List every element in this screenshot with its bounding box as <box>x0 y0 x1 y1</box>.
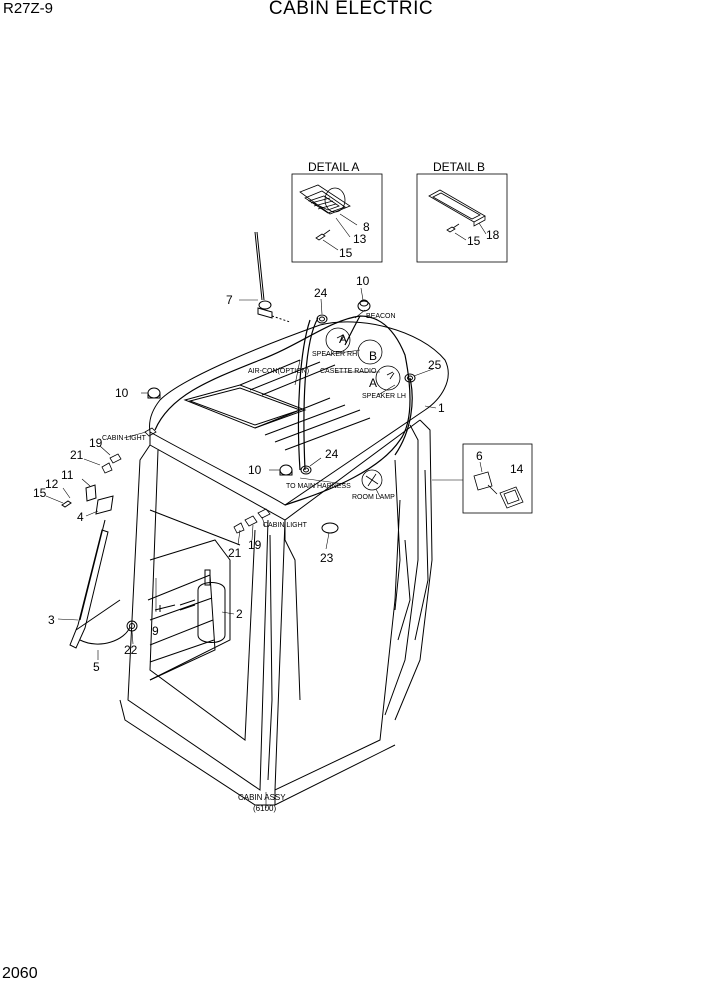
callout-6: 6 <box>476 449 483 463</box>
antenna <box>254 231 291 323</box>
label-to-main-harness: TO MAIN HARNESS <box>286 483 351 490</box>
callout-24-bottom: 24 <box>325 447 339 461</box>
callout-11: 11 <box>61 468 74 482</box>
label-cabin-assy: CABIN ASSY <box>238 793 286 802</box>
label-air-con: AIR-CON(OPTION) <box>248 368 309 375</box>
beacon-mount <box>357 299 371 312</box>
callout-19-left: 19 <box>89 436 103 450</box>
callout-12: 12 <box>45 477 59 491</box>
cap-10-left <box>147 387 161 399</box>
label-room-lamp: ROOM LAMP <box>352 494 395 501</box>
callout-18: 18 <box>486 228 500 242</box>
ref-a-1: A <box>339 332 347 346</box>
callout-7: 7 <box>226 293 233 307</box>
ref-b: B <box>369 349 377 363</box>
cabin-frame <box>119 321 449 806</box>
radio-bezel <box>428 189 486 227</box>
grommet-24-bottom <box>300 465 312 475</box>
wiper-assembly <box>61 484 131 649</box>
callout-19-right: 19 <box>248 538 262 552</box>
model-code: R27Z-9 <box>3 0 54 17</box>
detail-a-title: DETAIL A <box>308 160 359 174</box>
callout-5: 5 <box>93 660 100 674</box>
detail-a: DETAIL A 8 13 15 <box>291 160 383 263</box>
cabin-light-right <box>233 508 271 534</box>
screw-b <box>446 223 460 233</box>
detail-b: DETAIL B 18 15 <box>416 160 508 263</box>
callouts: 1 2 3 4 5 6 7 9 10 10 10 11 12 14 15 19 … <box>33 274 524 674</box>
detail-a-frame <box>291 173 383 263</box>
label-cabin-light-left: CABIN LIGHT <box>102 435 147 442</box>
labels: BEACON SPEAKER RH AIR-CON(OPTION) CASETT… <box>102 313 406 813</box>
interior-parts <box>154 522 339 643</box>
label-speaker-rh: SPEAKER RH <box>312 351 357 358</box>
wiring-harness <box>154 315 413 506</box>
callout-15-detail-b: 15 <box>467 234 481 248</box>
callout-15-detail-a: 15 <box>339 246 353 260</box>
callout-15: 15 <box>33 486 47 500</box>
leader-lines <box>45 287 483 808</box>
callout-10-mid: 10 <box>248 463 262 477</box>
grommet-24-top <box>316 314 328 324</box>
label-cabin-assy-code: (6100) <box>253 804 276 813</box>
callout-8: 8 <box>363 220 370 234</box>
callout-23: 23 <box>320 551 334 565</box>
callout-10-left: 10 <box>115 386 129 400</box>
ref-a-2: A <box>369 376 377 390</box>
roof-detail-circles <box>325 327 401 391</box>
callout-10-top: 10 <box>356 274 370 288</box>
callout-25: 25 <box>428 358 442 372</box>
detail-b-title: DETAIL B <box>433 160 485 174</box>
cabin-light-left <box>101 427 157 474</box>
label-cabin-light-right: CABIN LIGHT <box>263 522 308 529</box>
label-beacon: BEACON <box>366 313 396 320</box>
callout-14: 14 <box>510 462 524 476</box>
callout-21-left: 21 <box>70 448 84 462</box>
room-lamp <box>361 469 383 491</box>
detail-b-frame <box>416 173 508 263</box>
label-casette-radio: CASETTE RADIO <box>320 368 377 375</box>
screw-a <box>315 229 331 241</box>
page-number: 2060 <box>2 965 38 982</box>
callout-2: 2 <box>236 607 243 621</box>
callout-1: 1 <box>438 401 445 415</box>
label-speaker-lh: SPEAKER LH <box>362 393 406 400</box>
page-title: CABIN ELECTRIC <box>268 0 434 19</box>
callout-3: 3 <box>48 613 55 627</box>
callout-21-right: 21 <box>228 546 242 560</box>
speaker-part <box>299 184 351 215</box>
callout-9: 9 <box>152 624 159 638</box>
callout-22: 22 <box>124 643 138 657</box>
room-lamp-inset <box>432 443 533 514</box>
grommet-25 <box>404 373 416 383</box>
cap-10-mid <box>279 464 293 476</box>
callout-4: 4 <box>77 510 84 524</box>
callout-24-top: 24 <box>314 286 328 300</box>
callout-13: 13 <box>353 232 367 246</box>
